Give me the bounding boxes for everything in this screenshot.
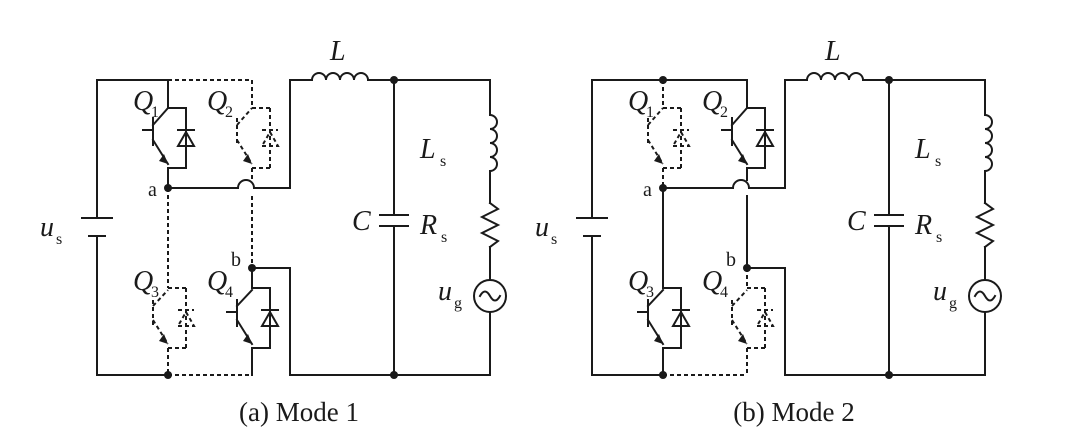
grid-inductor-sub: s <box>440 153 446 170</box>
grid-inductor-sub: s <box>935 153 941 170</box>
dc-source-us <box>81 79 113 376</box>
inductor-L-label: L <box>824 36 841 67</box>
grid-resistor-label: R <box>914 210 932 241</box>
q2-sub: 2 <box>720 104 728 121</box>
switch-q4 <box>731 268 775 375</box>
node-a-label: a <box>643 179 652 201</box>
switch-q2 <box>236 80 280 180</box>
q1-sub: 1 <box>646 104 654 121</box>
switch-q3 <box>637 187 691 376</box>
capacitor-C <box>874 79 904 376</box>
grid-inductor-Ls <box>983 113 993 173</box>
q4-sub: 4 <box>225 284 233 301</box>
q3-sub: 3 <box>151 284 159 301</box>
node-a-label: a <box>148 179 157 201</box>
grid-source-label: u <box>438 276 452 307</box>
grid-resistor-Rs <box>479 201 501 249</box>
switch-q3 <box>152 188 196 375</box>
q2-sub: 2 <box>225 104 233 121</box>
switch-q1 <box>647 80 691 188</box>
q4-sub: 4 <box>720 284 728 301</box>
source-us-sub: s <box>56 231 62 248</box>
q4-label: Q <box>207 266 227 297</box>
grid-source-sub: g <box>454 295 462 312</box>
q3-label: Q <box>628 266 648 297</box>
q3-sub: 3 <box>646 284 654 301</box>
switch-q1 <box>142 79 196 189</box>
source-us-label: u <box>40 212 54 243</box>
grid-inductor-Ls <box>488 113 498 173</box>
capacitor-C <box>379 79 409 376</box>
grid-source-sub: g <box>949 295 957 312</box>
inductor-L <box>805 72 865 82</box>
q2-label: Q <box>702 86 722 117</box>
q1-sub: 1 <box>151 104 159 121</box>
capacitor-C-label: C <box>352 206 371 237</box>
q1-label: Q <box>133 86 153 117</box>
grid-resistor-sub: s <box>441 229 447 246</box>
node-b-label: b <box>726 249 736 271</box>
dc-source-us <box>576 79 608 376</box>
switch-q4 <box>226 267 280 376</box>
grid-source-label: u <box>933 276 947 307</box>
q1-label: Q <box>628 86 648 117</box>
source-us-label: u <box>535 212 549 243</box>
node-b-label: b <box>231 249 241 271</box>
capacitor-C-label: C <box>847 206 866 237</box>
grid-inductor-label: L <box>419 134 436 165</box>
q4-label: Q <box>702 266 722 297</box>
inductor-L-label: L <box>329 36 346 67</box>
panel-mode-2: u s Q 1 a <box>535 36 1002 427</box>
inductor-L <box>310 72 370 82</box>
switch-q2 <box>721 79 775 181</box>
grid-inductor-label: L <box>914 134 931 165</box>
panel-mode-1: u s Q 1 a <box>40 36 507 427</box>
grid-resistor-sub: s <box>936 229 942 246</box>
q2-label: Q <box>207 86 227 117</box>
q3-label: Q <box>133 266 153 297</box>
grid-resistor-label: R <box>419 210 437 241</box>
caption-mode-1: (a) Mode 1 <box>239 397 359 427</box>
source-us-sub: s <box>551 231 557 248</box>
grid-resistor-Rs <box>974 201 996 249</box>
caption-mode-2: (b) Mode 2 <box>733 397 854 427</box>
